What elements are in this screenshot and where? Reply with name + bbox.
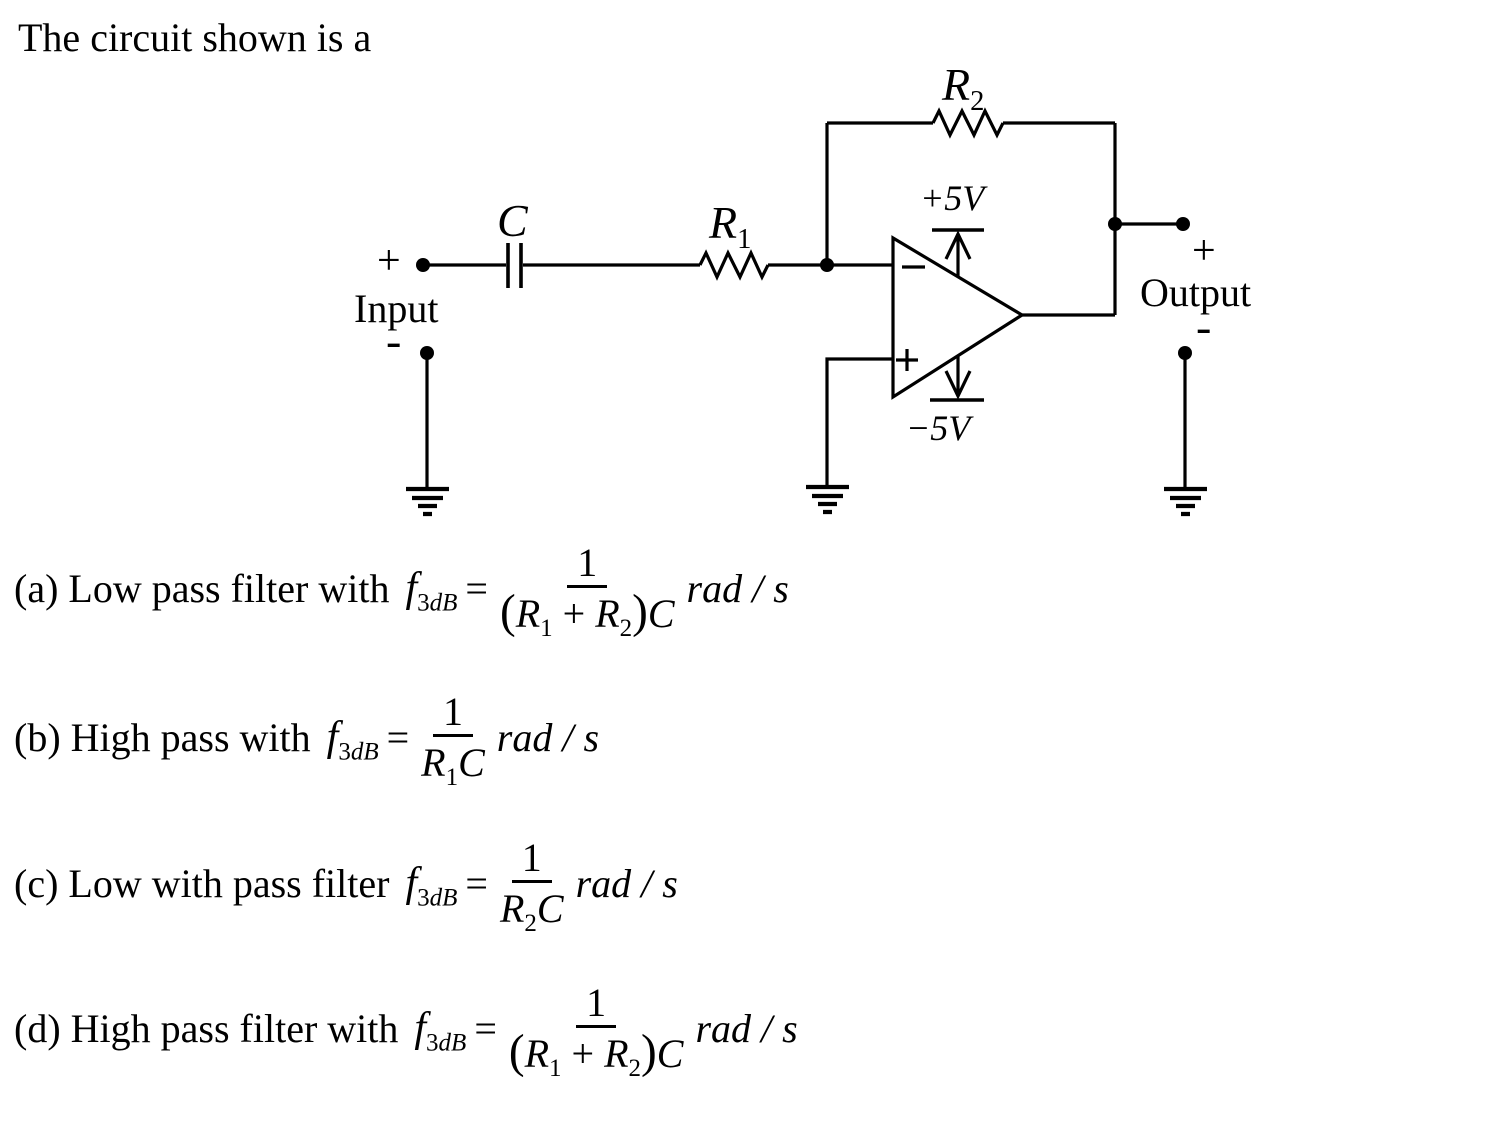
answer-option-d: (d) High pass filter with f3dB = 1 (R1 +… (14, 961, 798, 1095)
option-b-units: rad / s (496, 714, 600, 760)
option-c-denominator: R2C (499, 886, 564, 937)
option-c-text: (c) Low with pass filter (14, 860, 390, 906)
ground-icon-input (406, 486, 449, 517)
option-d-fraction: 1 (R1 + R2)C (508, 981, 684, 1082)
option-a-f3db: f3dB (405, 565, 458, 617)
option-b-equals: = (386, 714, 410, 760)
negative-supply-label: −5V (906, 408, 971, 448)
answer-option-c: (c) Low with pass filter f3dB = 1 R2C ra… (14, 816, 678, 950)
option-d-equals: = (474, 1005, 497, 1051)
resistor-r1-label: R1 (709, 197, 752, 256)
vplus-arrow-icon (944, 230, 972, 277)
output-label: Output (1140, 270, 1252, 315)
option-a-text: (a) Low pass filter with (14, 565, 390, 611)
answer-option-b: (b) High pass with f3dB = 1 R1C rad / s (14, 670, 599, 804)
ground-icon-output (1164, 486, 1207, 517)
option-d-text: (d) High pass filter with (14, 1005, 399, 1051)
option-d-denominator: (R1 + R2)C (508, 1026, 684, 1082)
option-a-denominator: (R1 + R2)C (499, 586, 675, 642)
option-c-fraction: 1 R2C (499, 836, 564, 937)
resistor-r1-icon (698, 249, 770, 281)
question-title: The circuit shown is a (18, 15, 372, 60)
wire-noninverting-input (825, 357, 893, 487)
resistor-r2-label: R2 (942, 59, 985, 118)
option-a-numerator: 1 (567, 541, 608, 588)
positive-supply-label: +5V (920, 178, 985, 218)
option-b-denominator: R1C (421, 740, 485, 791)
output-minus-sign: - (1196, 301, 1212, 352)
ground-icon-opamp (806, 484, 849, 515)
option-b-numerator: 1 (432, 690, 473, 737)
option-b-f3db: f3dB (326, 714, 379, 766)
input-minus-sign: - (386, 315, 402, 366)
option-c-units: rad / s (575, 860, 678, 906)
option-a-units: rad / s (686, 565, 789, 611)
answer-option-a: (a) Low pass filter with f3dB = 1 (R1 + … (14, 521, 789, 655)
option-b-fraction: 1 R1C (421, 690, 485, 791)
option-a-equals: = (465, 565, 488, 611)
input-label: Input (354, 286, 439, 331)
option-c-equals: = (465, 860, 488, 906)
resistor-r2-icon (931, 107, 1005, 139)
capacitor-icon (506, 243, 523, 288)
option-a-fraction: 1 (R1 + R2)C (499, 541, 675, 642)
vminus-arrow-icon (944, 355, 972, 400)
output-plus-sign: + (1192, 228, 1216, 274)
option-d-units: rad / s (695, 1005, 798, 1051)
connection-dots (416, 217, 1192, 360)
option-d-f3db: f3dB (414, 1005, 467, 1057)
capacitor-label: C (497, 195, 528, 246)
opamp-noninverting-sign (896, 349, 918, 371)
option-b-text: (b) High pass with (14, 714, 311, 760)
option-c-numerator: 1 (511, 836, 552, 883)
option-c-f3db: f3dB (405, 860, 458, 912)
option-d-numerator: 1 (576, 981, 617, 1028)
input-plus-sign: + (377, 238, 401, 284)
